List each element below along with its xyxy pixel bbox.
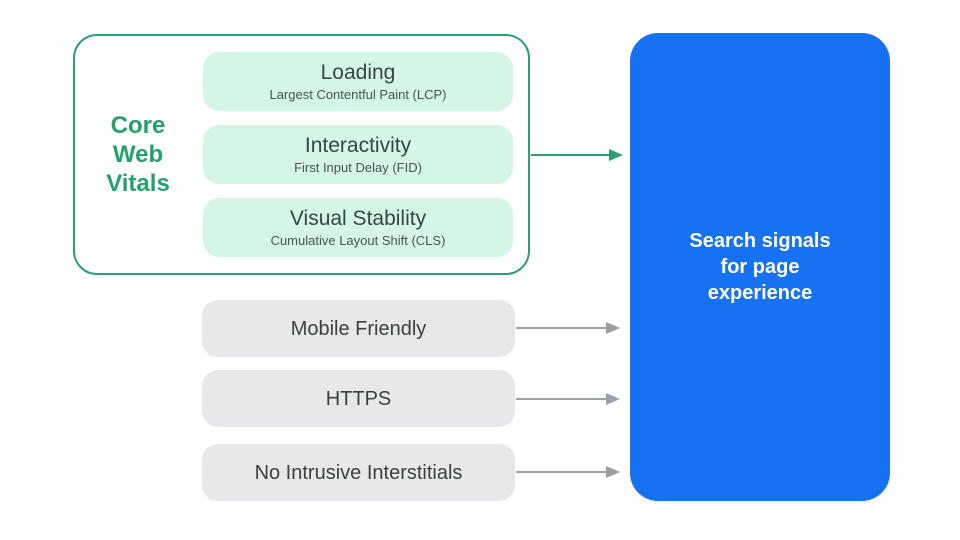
cwv-item-loading-title: Loading bbox=[320, 61, 396, 84]
signal-no-intrusive-interstitials: No Intrusive Interstitials bbox=[202, 444, 515, 501]
cwv-item-interactivity-subtitle: First Input Delay (FID) bbox=[294, 160, 422, 175]
cwv-item-visual-stability: Visual Stability Cumulative Layout Shift… bbox=[203, 198, 513, 257]
signal-https: HTTPS bbox=[202, 370, 515, 427]
arrow-head bbox=[606, 322, 620, 334]
search-signals-text: Search signals for page experience bbox=[689, 228, 830, 306]
core-web-vitals-label-text: Core Web Vitals bbox=[106, 112, 170, 197]
arrow-mobile-friendly-icon bbox=[516, 322, 620, 334]
search-signals-box: Search signals for page experience bbox=[630, 33, 890, 501]
search-signals-line-2: for page bbox=[720, 256, 800, 278]
search-signals-line-3: experience bbox=[707, 282, 813, 304]
arrow-https-icon bbox=[516, 393, 620, 405]
signal-https-label: HTTPS bbox=[325, 387, 392, 410]
arrow-no-intrusive-interstitials-icon bbox=[516, 466, 620, 478]
cwv-item-interactivity-title: Interactivity bbox=[304, 134, 412, 157]
arrow-head bbox=[606, 393, 620, 405]
arrow-head bbox=[609, 149, 623, 161]
search-signals-line-1: Search signals bbox=[689, 230, 831, 252]
signal-mobile-friendly-label: Mobile Friendly bbox=[290, 317, 427, 340]
arrow-core-web-vitals-icon bbox=[531, 149, 623, 161]
signal-no-intrusive-interstitials-label: No Intrusive Interstitials bbox=[254, 461, 463, 484]
core-web-vitals-label: Core Web Vitals bbox=[73, 34, 203, 275]
cwv-item-visual-stability-title: Visual Stability bbox=[289, 207, 427, 230]
signal-mobile-friendly: Mobile Friendly bbox=[202, 300, 515, 357]
arrow-head bbox=[606, 466, 620, 478]
cwv-item-interactivity: Interactivity First Input Delay (FID) bbox=[203, 125, 513, 184]
cwv-item-loading: Loading Largest Contentful Paint (LCP) bbox=[203, 52, 513, 111]
cwv-item-visual-stability-subtitle: Cumulative Layout Shift (CLS) bbox=[270, 233, 446, 248]
cwv-item-loading-subtitle: Largest Contentful Paint (LCP) bbox=[269, 87, 447, 102]
